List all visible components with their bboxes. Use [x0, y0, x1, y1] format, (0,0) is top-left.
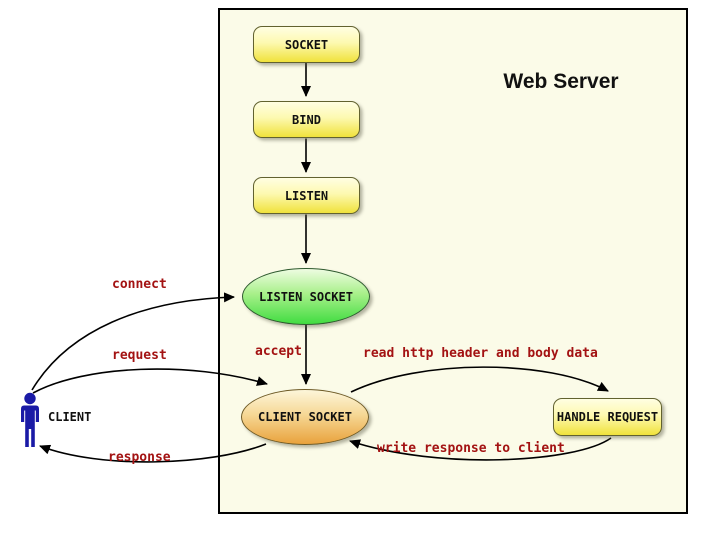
node-bind: BIND: [253, 101, 360, 138]
write-response-edge-label: write response to client: [377, 441, 565, 456]
write-response-arrow: [349, 437, 612, 461]
web-server-title: Web Server: [503, 70, 619, 93]
node-listen-socket: LISTEN SOCKET: [242, 268, 370, 325]
node-bind-label: BIND: [292, 112, 321, 127]
node-listen-socket-label: LISTEN SOCKET: [259, 289, 353, 304]
request-arrow: [32, 368, 268, 394]
node-client-socket: CLIENT SOCKET: [241, 389, 369, 445]
accept-edge-label: accept: [255, 344, 302, 359]
response-edge-label: response: [108, 450, 171, 465]
connect-arrow: [31, 292, 235, 391]
node-listen: LISTEN: [253, 177, 360, 214]
client-figure-label: CLIENT: [48, 410, 92, 424]
response-arrow: [39, 443, 267, 463]
node-client-socket-label: CLIENT SOCKET: [258, 410, 352, 424]
node-socket: SOCKET: [253, 26, 360, 63]
read-http-edge-label: read http header and body data: [363, 346, 598, 361]
request-edge-label: request: [112, 348, 167, 363]
client-person-icon: [21, 392, 39, 447]
node-socket-label: SOCKET: [284, 37, 329, 52]
connect-edge-label: connect: [112, 277, 167, 292]
read-http-arrow: [350, 366, 609, 393]
node-listen-label: LISTEN: [284, 188, 329, 203]
node-handle-request: HANDLE REQUEST: [553, 398, 662, 436]
node-handle-request-label: HANDLE REQUEST: [556, 410, 659, 424]
